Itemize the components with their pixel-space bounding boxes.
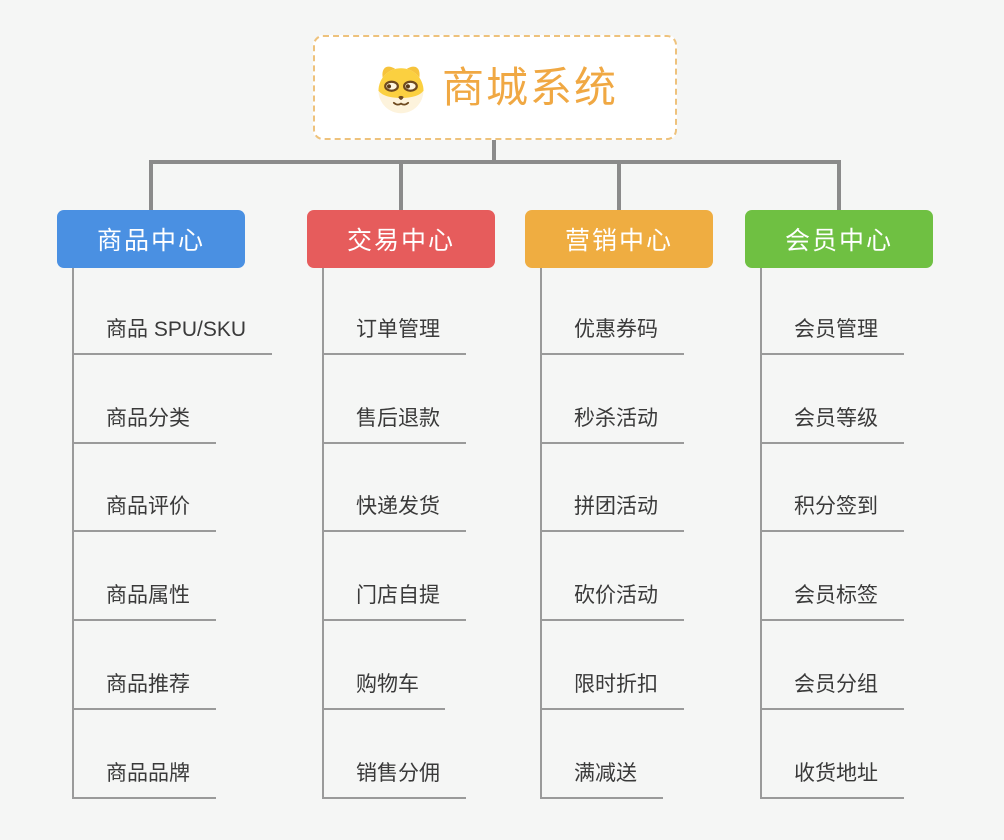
child-node[interactable]: 订单管理 [323,315,466,355]
connector-drop-1 [149,160,153,210]
child-node[interactable]: 快递发货 [323,492,466,532]
child-node[interactable]: 砍价活动 [541,581,684,621]
child-node[interactable]: 优惠券码 [541,315,684,355]
child-node[interactable]: 销售分佣 [323,759,466,799]
root-node[interactable]: 商城系统 [313,35,677,140]
branch-trunk-line [540,268,542,799]
dog-face-icon [372,61,430,115]
branch-trunk-line [72,268,74,799]
child-node[interactable]: 商品品牌 [73,759,216,799]
child-node[interactable]: 商品评价 [73,492,216,532]
connector-drop-4 [837,160,841,210]
branch-column: 商品中心商品 SPU/SKU 商品分类商品评价商品属性商品推荐商品品牌 [57,210,273,810]
child-node[interactable]: 满减送 [541,759,663,799]
connector-drop-3 [617,160,621,210]
branch-node[interactable]: 商品中心 [57,210,245,268]
child-node[interactable]: 购物车 [323,670,445,710]
branch-trunk-line [760,268,762,799]
branch-trunk-line [322,268,324,799]
child-node[interactable]: 收货地址 [761,759,904,799]
child-node[interactable]: 售后退款 [323,404,466,444]
child-node[interactable]: 门店自提 [323,581,466,621]
child-node[interactable]: 秒杀活动 [541,404,684,444]
connector-horizontal [149,160,841,164]
branch-node[interactable]: 会员中心 [745,210,933,268]
child-node[interactable]: 积分签到 [761,492,904,532]
child-node[interactable]: 商品分类 [73,404,216,444]
child-node[interactable]: 会员标签 [761,581,904,621]
child-node[interactable]: 限时折扣 [541,670,684,710]
child-node[interactable]: 会员等级 [761,404,904,444]
branch-column: 会员中心会员管理会员等级积分签到会员标签会员分组收货地址 [745,210,933,810]
child-node[interactable]: 拼团活动 [541,492,684,532]
root-title: 商城系统 [441,63,618,111]
branch-node[interactable]: 营销中心 [525,210,713,268]
child-node[interactable]: 商品 SPU/SKU [73,315,273,355]
branch-column: 交易中心订单管理售后退款快递发货门店自提购物车销售分佣 [307,210,495,810]
branch-column: 营销中心优惠券码秒杀活动拼团活动砍价活动限时折扣满减送 [525,210,713,810]
branch-node[interactable]: 交易中心 [307,210,495,268]
child-node[interactable]: 会员管理 [761,315,904,355]
child-node[interactable]: 会员分组 [761,670,904,710]
child-node[interactable]: 商品推荐 [73,670,216,710]
connector-drop-2 [399,160,403,210]
child-node[interactable]: 商品属性 [73,581,216,621]
connector-root-stem [492,140,496,164]
